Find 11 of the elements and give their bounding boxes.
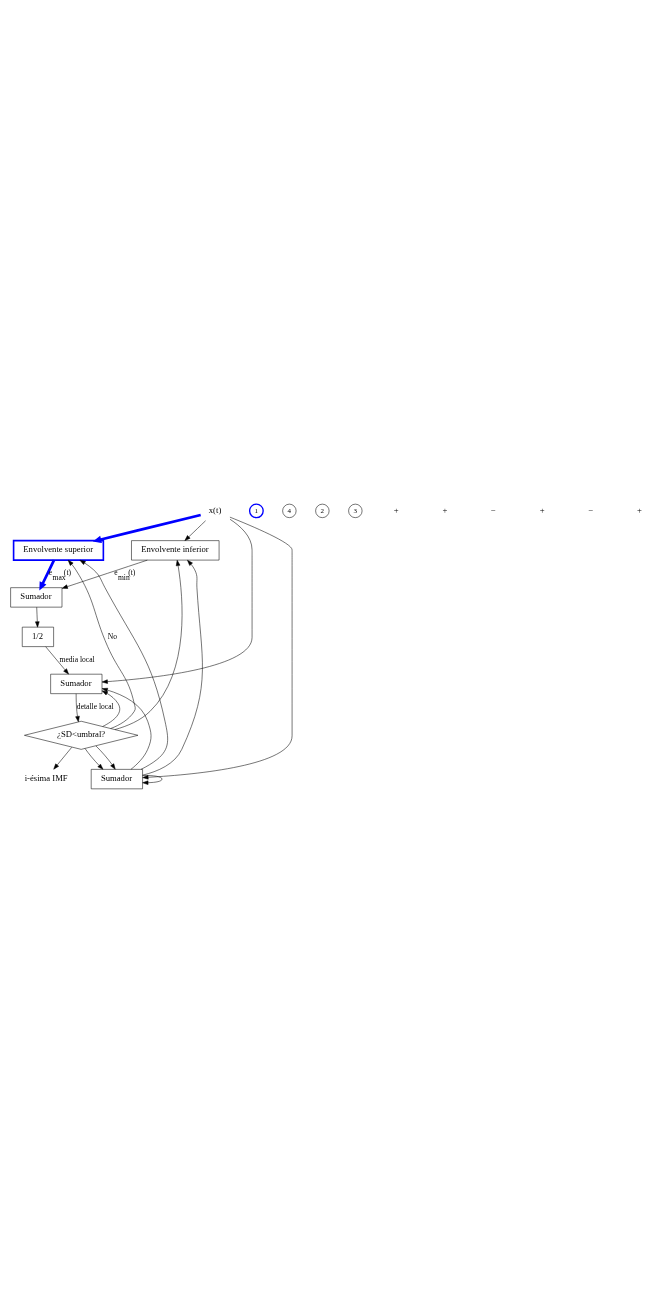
label: −	[588, 504, 594, 515]
label: +	[637, 504, 642, 515]
edge-label: detalle local	[76, 701, 114, 711]
edge-label: media local	[59, 654, 95, 664]
node-text: i-ésima IMF	[24, 772, 68, 783]
label: +	[393, 504, 399, 515]
label: +	[442, 504, 448, 515]
label: +	[539, 504, 545, 515]
label: −	[491, 504, 496, 515]
edge-label: No	[107, 631, 117, 641]
node-text: x(t)	[208, 504, 222, 515]
